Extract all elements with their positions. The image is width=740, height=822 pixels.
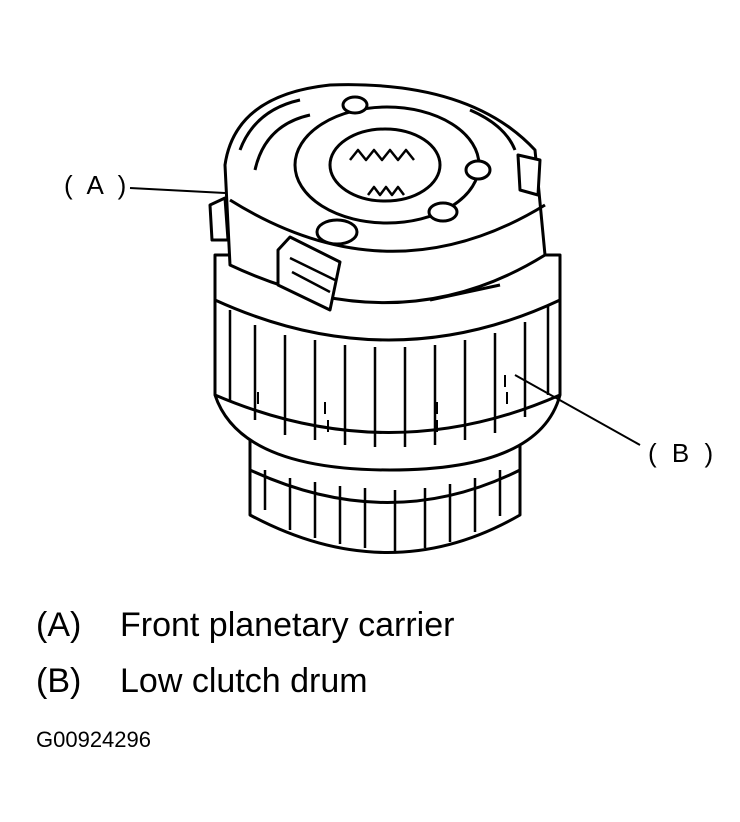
- legend-row-a: (A) Front planetary carrier: [36, 606, 454, 645]
- front-planetary-carrier: [208, 83, 547, 312]
- callout-a: ( A ): [64, 170, 131, 200]
- legend-key-b: (B): [36, 662, 82, 700]
- legend-key-a: (A): [36, 606, 82, 644]
- figure-id: G00924296: [36, 727, 151, 752]
- assembly-illustration: [129, 83, 641, 554]
- leader-line-a: [129, 187, 226, 194]
- legend-row-b: (B) Low clutch drum: [36, 662, 368, 701]
- lower-spline-hub: [248, 438, 522, 554]
- legend-text-b: Low clutch drum: [120, 662, 368, 700]
- leader-line-b: [514, 374, 641, 446]
- callout-b: ( B ): [648, 438, 718, 468]
- legend-text-a: Front planetary carrier: [120, 606, 455, 644]
- low-clutch-drum: [213, 253, 562, 472]
